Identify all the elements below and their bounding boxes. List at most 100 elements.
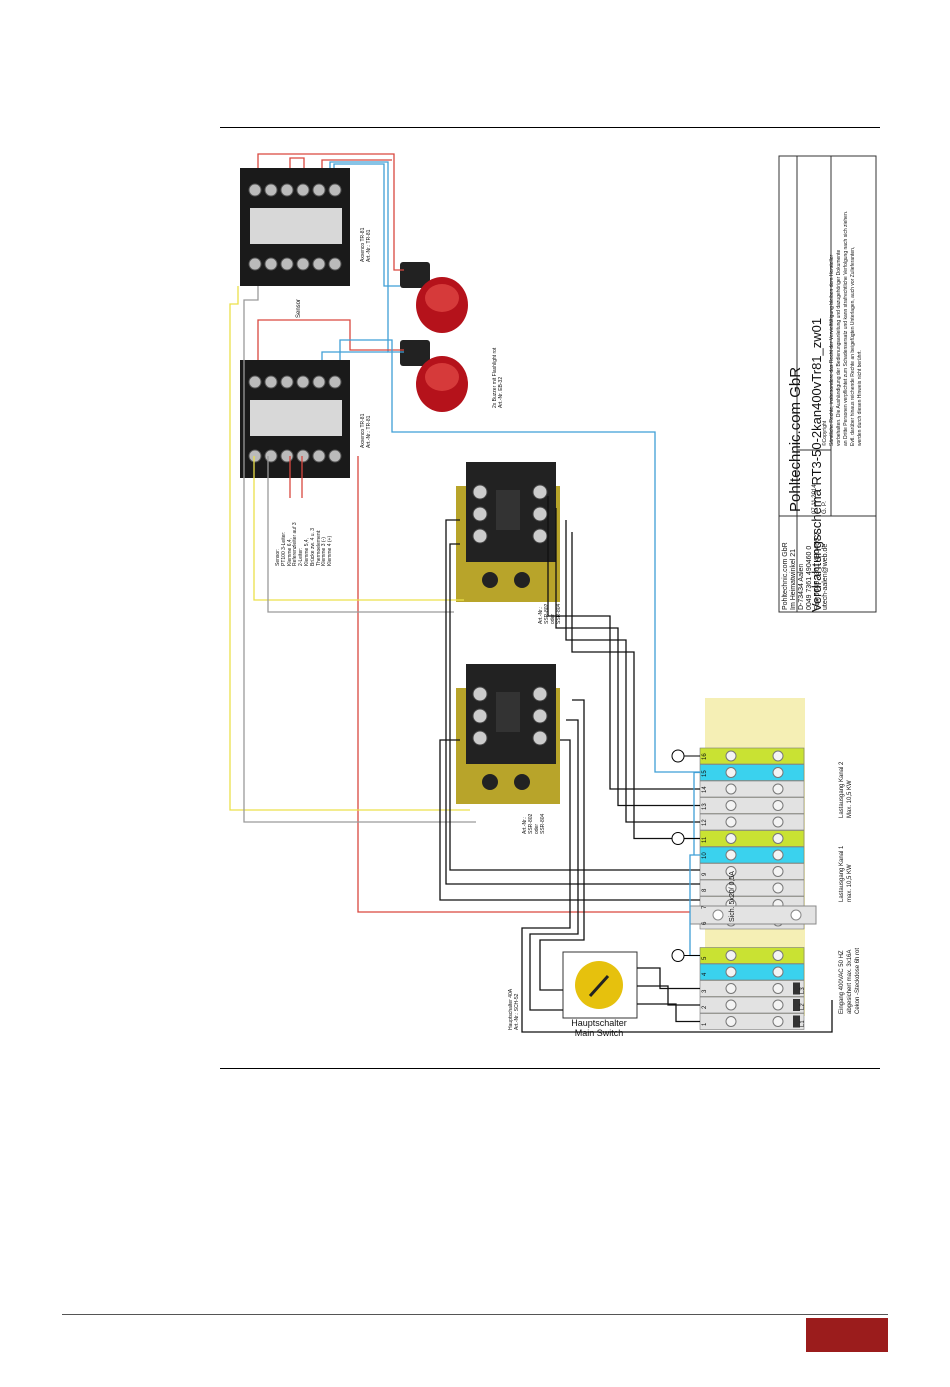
terminal-3: [699, 980, 805, 997]
terminal-screw: [725, 999, 737, 1011]
controller-1-caption: Axxenco TR-81 Art.-Nr.: TR-81: [360, 228, 372, 262]
terminal-screw: [725, 882, 737, 894]
phase-marker: [793, 982, 800, 995]
terminal-9: [699, 863, 805, 880]
terminal-screw: [328, 449, 342, 463]
terminal-screw: [296, 183, 310, 197]
controller-2-caption: Axxenco TR-81 Art.-Nr.: TR-81: [360, 414, 372, 448]
label-line: Lastausgang Kanal 2: [839, 761, 845, 818]
wire-grey: [267, 456, 454, 613]
buzzer-note: 2x Buzzer mit Flashlight rot Art.-Nr. EB…: [492, 348, 504, 408]
terminal-screw: [248, 375, 262, 389]
terminal-screw: [772, 800, 784, 811]
note-line: SSR-804: [556, 603, 562, 624]
main-switch-label-en: Main Switch: [574, 1028, 624, 1038]
channel-1-label: Lastausgang Kanal 1 max. 10,5 KW: [838, 846, 854, 902]
terminal-number: 16: [702, 753, 708, 760]
terminal-screw: [296, 257, 310, 271]
terminal-number: 12: [702, 819, 708, 826]
buzzer-1: [400, 262, 468, 333]
wire-blue: [333, 163, 400, 287]
terminal-screw: [264, 257, 278, 271]
terminal-screw: [772, 950, 784, 961]
caption-line: Art.-Nr.: TR-81: [366, 415, 372, 448]
terminal-14: [699, 780, 805, 798]
terminal-screw: [312, 257, 326, 271]
ssr-screw: [472, 484, 488, 500]
terminal-number: 15: [702, 769, 708, 777]
wire-black: [637, 985, 700, 1006]
ssr-screw: [532, 484, 548, 500]
terminal-screw: [725, 767, 737, 778]
terminal-12: [699, 813, 805, 831]
terminal-number: 3: [702, 989, 708, 993]
terminal-screw: [725, 800, 737, 811]
wire-black: [637, 1003, 700, 1023]
channel-2-label: Lastausgang Kanal 2 Max. 10,5 KW: [838, 762, 854, 818]
terminal-4: [699, 963, 805, 981]
wire-blue: [693, 771, 700, 855]
terminal-number: 10: [702, 852, 708, 859]
terminal-15: [699, 764, 805, 781]
terminal-2: [699, 996, 805, 1014]
address-line: Im Heimatwinkel 21: [790, 548, 797, 610]
earth-symbols: [671, 749, 700, 962]
terminal-1: [699, 1013, 805, 1030]
wire-red: [257, 153, 404, 271]
note-line: Klemme 4 (+): [327, 535, 334, 566]
terminal-screw: [280, 449, 294, 463]
earth-icon: [671, 749, 685, 763]
terminal-screw: [772, 999, 784, 1011]
terminal-number: 1: [702, 1022, 708, 1026]
phase-label: L3: [800, 986, 806, 994]
note-line: SSR-804: [540, 813, 546, 834]
terminal-number: 6: [702, 921, 708, 925]
company-name: Pohltechnic.com GbR: [787, 366, 804, 512]
label-line: Eingang 400VAC 50 HZ: [839, 950, 845, 1014]
ssr-screw: [532, 730, 548, 746]
terminal-screw: [264, 183, 278, 197]
terminal-screw: [280, 375, 294, 389]
label-line: abgesichert max. 3x16A: [847, 949, 853, 1014]
date: 07.11.2014: [812, 484, 818, 514]
terminal-screw: [725, 1016, 737, 1027]
terminal-screw: [772, 783, 784, 795]
address-line: 0049 7361 490460 0: [806, 545, 813, 610]
caption-line: Art.-Nr.: SCH-52: [514, 993, 520, 1030]
wire-black: [565, 520, 700, 823]
wire-black: [571, 532, 700, 840]
terminal-16: [699, 747, 805, 765]
terminal-screw: [725, 983, 737, 994]
ssr-control-terminal: [514, 572, 530, 588]
terminal-5: [699, 947, 805, 964]
wire-yellow: [253, 456, 464, 601]
ssr-screw: [472, 686, 488, 702]
footer-rule: [62, 1314, 888, 1315]
terminal-screw: [772, 1016, 784, 1027]
wire-blue: [329, 161, 404, 353]
copyright-line: an Dritte Personen verpflichtet zum Scha…: [843, 210, 849, 446]
address-line: Pohltechnic.com GbR: [782, 542, 789, 610]
wire-black: [637, 967, 700, 990]
wire-blue: [321, 351, 388, 360]
terminal-number: 2: [702, 1005, 708, 1009]
title-block-frame: [778, 155, 877, 613]
wire-blue: [339, 339, 700, 773]
wire-black: [445, 519, 700, 885]
terminal-screw: [725, 966, 737, 978]
note-line: Art.-Nr. EB-32: [498, 376, 504, 408]
terminal-10: [699, 846, 805, 864]
earth-icon: [671, 949, 685, 962]
address-line: Fax:0049 7361 490460 2: [814, 532, 821, 610]
ssr-1-note: Art.-Nr.: SSR-802 oder SSR-804: [522, 814, 546, 834]
ssr-control-terminal: [482, 774, 498, 790]
terminal-screw: [725, 849, 737, 861]
copyright-heading: ©Copyright: [822, 420, 828, 446]
terminal-number: 14: [702, 786, 708, 793]
address-line: utech-aalen@web.de: [822, 543, 829, 610]
terminal-screw: [725, 950, 737, 961]
phase-marker: [793, 999, 800, 1011]
terminal-screw: [248, 257, 262, 271]
terminal-screw: [772, 750, 784, 762]
